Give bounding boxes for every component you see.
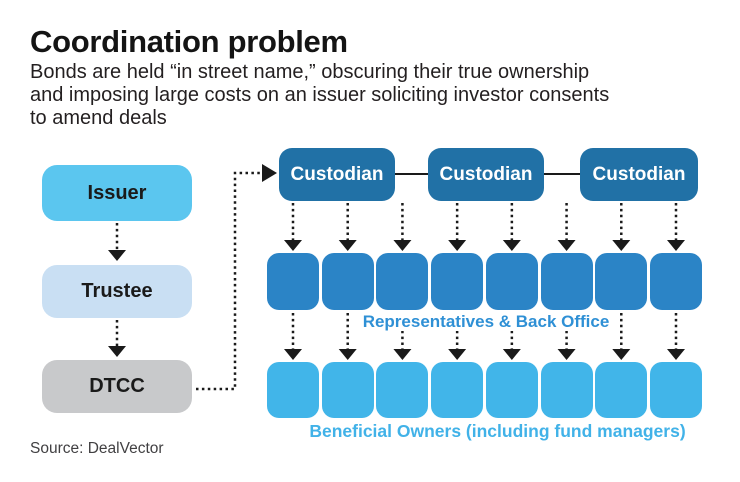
beneficial-owner-box <box>485 362 538 418</box>
custodian-box-1: Custodian <box>279 148 395 201</box>
representative-box <box>595 253 648 310</box>
representatives-label: Representatives & Back Office <box>352 312 620 331</box>
issuer-to-trustee-arrow-icon <box>108 223 126 261</box>
trustee-label: Trustee <box>81 280 153 302</box>
beneficial-owner-box <box>540 362 593 418</box>
beneficial-owner-box <box>649 362 702 418</box>
beneficial-owner-box <box>595 362 648 418</box>
representative-box <box>321 253 374 310</box>
beneficial-owner-box <box>376 362 429 418</box>
subtitle-line-2: and imposing large costs on an issuer so… <box>30 84 610 106</box>
representative-box <box>431 253 484 310</box>
custodian-label-1: Custodian <box>290 163 384 185</box>
beneficial-owner-box <box>267 362 319 418</box>
representative-box <box>485 253 538 310</box>
representative-box <box>540 253 593 310</box>
subtitle-line-1: Bonds are held “in street name,” obscuri… <box>30 61 590 83</box>
page-title: Coordination problem <box>30 24 348 59</box>
issuer-box: Issuer <box>42 165 192 221</box>
custodian-label-3: Custodian <box>592 163 686 185</box>
representative-box <box>649 253 702 310</box>
custodian-box-3: Custodian <box>580 148 698 201</box>
beneficial-owner-box <box>431 362 484 418</box>
beneficial-owners-row <box>267 362 702 418</box>
beneficial-owner-box <box>321 362 374 418</box>
issuer-label: Issuer <box>87 181 147 204</box>
representative-box <box>376 253 429 310</box>
subtitle-line-3: to amend deals <box>30 107 167 129</box>
custodian-box-2: Custodian <box>428 148 544 201</box>
representative-box <box>267 253 319 310</box>
column-dotted-arrows <box>284 203 685 360</box>
beneficial-owners-label: Beneficial Owners (including fund manage… <box>292 421 703 441</box>
trustee-to-dtcc-arrow-icon <box>108 320 126 357</box>
dtcc-label: DTCC <box>89 375 145 397</box>
source-credit: Source: DealVector <box>30 440 164 457</box>
subtitle: Bonds are held “in street name,” obscuri… <box>30 61 609 130</box>
dtcc-to-custodian-connector-icon <box>196 164 277 391</box>
custodian-label-2: Custodian <box>439 163 533 185</box>
dtcc-box: DTCC <box>42 360 192 413</box>
trustee-box: Trustee <box>42 265 192 318</box>
representatives-row <box>267 253 702 310</box>
